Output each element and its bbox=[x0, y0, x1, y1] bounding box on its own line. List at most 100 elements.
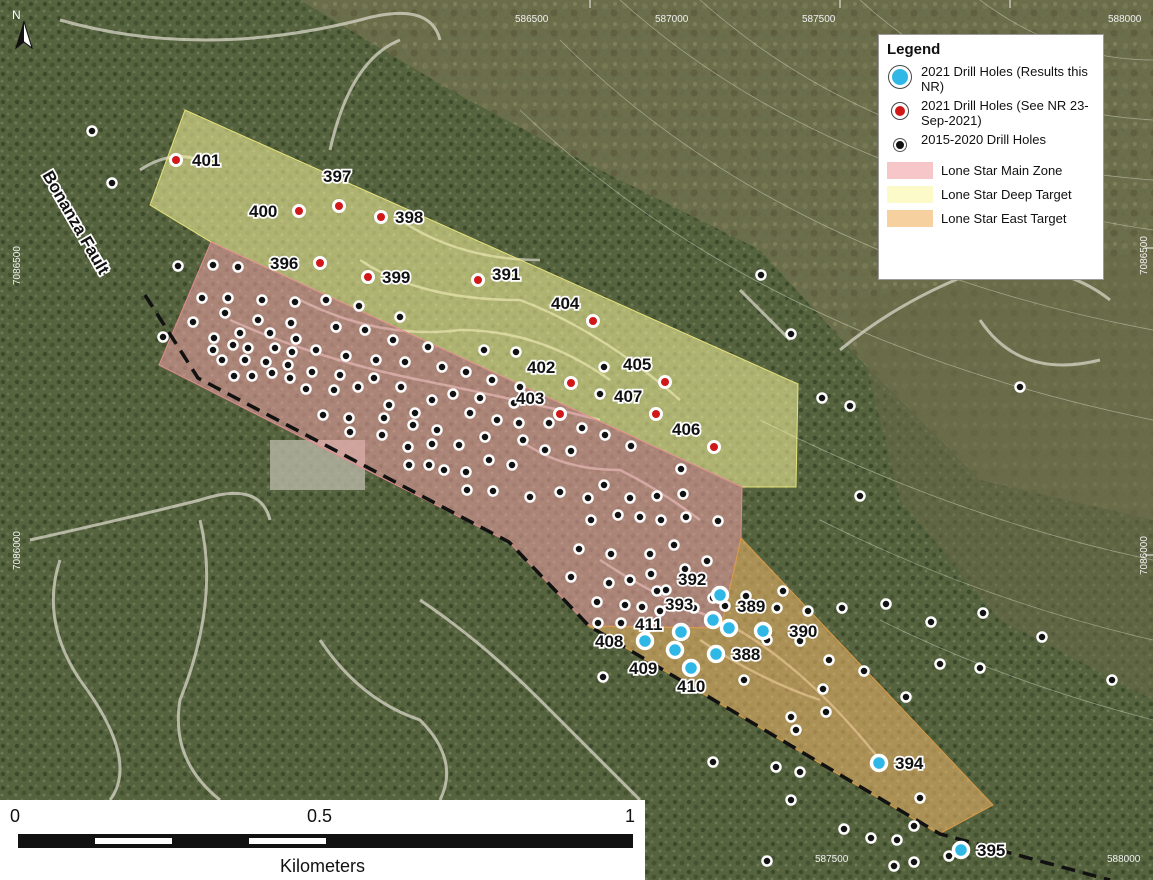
drill-hole-2015-2020[interactable] bbox=[900, 691, 912, 703]
drill-hole-2015-2020[interactable] bbox=[888, 860, 900, 872]
drill-hole-2015-2020[interactable] bbox=[310, 344, 322, 356]
drill-hole-2015-2020[interactable] bbox=[585, 514, 597, 526]
drill-hole-2015-2020[interactable] bbox=[517, 434, 529, 446]
drill-hole-2015-2020[interactable] bbox=[479, 431, 491, 443]
drill-hole-2021-prior[interactable] bbox=[332, 199, 346, 213]
drill-hole-2015-2020[interactable] bbox=[865, 832, 877, 844]
drill-hole-2015-2020[interactable] bbox=[395, 381, 407, 393]
drill-hole-2015-2020[interactable] bbox=[738, 674, 750, 686]
drill-hole-2015-2020[interactable] bbox=[667, 600, 679, 612]
drill-hole-2015-2020[interactable] bbox=[651, 585, 663, 597]
drill-hole-2015-2020[interactable] bbox=[820, 706, 832, 718]
drill-hole-2015-2020[interactable] bbox=[352, 381, 364, 393]
drill-hole-2015-2020[interactable] bbox=[286, 346, 298, 358]
drill-hole-2015-2020[interactable] bbox=[460, 466, 472, 478]
drill-hole-2021-results[interactable] bbox=[719, 618, 739, 638]
drill-hole-2015-2020[interactable] bbox=[675, 463, 687, 475]
drill-hole-2015-2020[interactable] bbox=[399, 356, 411, 368]
drill-hole-2021-prior[interactable] bbox=[564, 376, 578, 390]
drill-hole-2015-2020[interactable] bbox=[603, 577, 615, 589]
drill-hole-2015-2020[interactable] bbox=[785, 794, 797, 806]
drill-hole-2015-2020[interactable] bbox=[634, 511, 646, 523]
drill-hole-2015-2020[interactable] bbox=[679, 563, 691, 575]
drill-hole-2015-2020[interactable] bbox=[242, 342, 254, 354]
drill-hole-2015-2020[interactable] bbox=[330, 321, 342, 333]
drill-hole-2021-results[interactable] bbox=[681, 658, 701, 678]
drill-hole-2015-2020[interactable] bbox=[943, 850, 955, 862]
drill-hole-2021-prior[interactable] bbox=[313, 256, 327, 270]
drill-hole-2015-2020[interactable] bbox=[576, 422, 588, 434]
drill-hole-2015-2020[interactable] bbox=[908, 856, 920, 868]
drill-hole-2015-2020[interactable] bbox=[654, 605, 666, 617]
drill-hole-2015-2020[interactable] bbox=[636, 601, 648, 613]
drill-hole-2015-2020[interactable] bbox=[677, 488, 689, 500]
drill-hole-2015-2020[interactable] bbox=[794, 635, 806, 647]
drill-hole-2015-2020[interactable] bbox=[370, 354, 382, 366]
drill-hole-2015-2020[interactable] bbox=[438, 464, 450, 476]
drill-hole-2015-2020[interactable] bbox=[854, 490, 866, 502]
drill-hole-2015-2020[interactable] bbox=[300, 383, 312, 395]
drill-hole-2015-2020[interactable] bbox=[592, 617, 604, 629]
drill-hole-2015-2020[interactable] bbox=[565, 445, 577, 457]
drill-hole-2015-2020[interactable] bbox=[219, 307, 231, 319]
drill-hole-2015-2020[interactable] bbox=[755, 269, 767, 281]
drill-hole-2015-2020[interactable] bbox=[306, 366, 318, 378]
drill-hole-2015-2020[interactable] bbox=[436, 361, 448, 373]
drill-hole-2015-2020[interactable] bbox=[239, 354, 251, 366]
drill-hole-2015-2020[interactable] bbox=[252, 314, 264, 326]
drill-hole-2015-2020[interactable] bbox=[285, 317, 297, 329]
drill-hole-2015-2020[interactable] bbox=[359, 324, 371, 336]
drill-hole-2015-2020[interactable] bbox=[688, 602, 700, 614]
drill-hole-2015-2020[interactable] bbox=[269, 342, 281, 354]
drill-hole-2015-2020[interactable] bbox=[320, 294, 332, 306]
drill-hole-2015-2020[interactable] bbox=[486, 374, 498, 386]
drill-hole-2015-2020[interactable] bbox=[453, 439, 465, 451]
drill-hole-2015-2020[interactable] bbox=[817, 683, 829, 695]
drill-hole-2021-prior[interactable] bbox=[707, 440, 721, 454]
drill-hole-2015-2020[interactable] bbox=[785, 711, 797, 723]
drill-hole-2015-2020[interactable] bbox=[597, 671, 609, 683]
drill-hole-2015-2020[interactable] bbox=[266, 367, 278, 379]
drill-hole-2021-prior[interactable] bbox=[374, 210, 388, 224]
drill-hole-2015-2020[interactable] bbox=[524, 491, 536, 503]
drill-hole-2015-2020[interactable] bbox=[925, 616, 937, 628]
drill-hole-2015-2020[interactable] bbox=[1014, 381, 1026, 393]
drill-hole-2015-2020[interactable] bbox=[802, 605, 814, 617]
drill-hole-2015-2020[interactable] bbox=[582, 492, 594, 504]
drill-hole-2015-2020[interactable] bbox=[599, 429, 611, 441]
drill-hole-2015-2020[interactable] bbox=[328, 384, 340, 396]
drill-hole-2015-2020[interactable] bbox=[770, 761, 782, 773]
drill-hole-2015-2020[interactable] bbox=[353, 300, 365, 312]
drill-hole-2015-2020[interactable] bbox=[378, 412, 390, 424]
drill-hole-2015-2020[interactable] bbox=[625, 440, 637, 452]
drill-hole-2015-2020[interactable] bbox=[431, 424, 443, 436]
drill-hole-2015-2020[interactable] bbox=[402, 441, 414, 453]
drill-hole-2015-2020[interactable] bbox=[447, 388, 459, 400]
drill-hole-2021-results[interactable] bbox=[635, 631, 655, 651]
drill-hole-2015-2020[interactable] bbox=[282, 359, 294, 371]
drill-hole-2015-2020[interactable] bbox=[157, 331, 169, 343]
drill-hole-2015-2020[interactable] bbox=[234, 327, 246, 339]
drill-hole-2015-2020[interactable] bbox=[712, 515, 724, 527]
drill-hole-2015-2020[interactable] bbox=[655, 514, 667, 526]
drill-hole-2015-2020[interactable] bbox=[823, 654, 835, 666]
drill-hole-2015-2020[interactable] bbox=[624, 574, 636, 586]
drill-hole-2015-2020[interactable] bbox=[644, 548, 656, 560]
drill-hole-2015-2020[interactable] bbox=[777, 585, 789, 597]
drill-hole-2015-2020[interactable] bbox=[794, 766, 806, 778]
drill-hole-2015-2020[interactable] bbox=[426, 438, 438, 450]
drill-hole-2015-2020[interactable] bbox=[172, 260, 184, 272]
drill-hole-2015-2020[interactable] bbox=[460, 366, 472, 378]
drill-hole-2015-2020[interactable] bbox=[771, 602, 783, 614]
drill-hole-2015-2020[interactable] bbox=[891, 834, 903, 846]
drill-hole-2015-2020[interactable] bbox=[106, 177, 118, 189]
drill-hole-2015-2020[interactable] bbox=[612, 509, 624, 521]
drill-hole-2015-2020[interactable] bbox=[645, 568, 657, 580]
drill-hole-2015-2020[interactable] bbox=[334, 369, 346, 381]
drill-hole-2015-2020[interactable] bbox=[513, 417, 525, 429]
drill-hole-2015-2020[interactable] bbox=[785, 328, 797, 340]
drill-hole-2015-2020[interactable] bbox=[487, 485, 499, 497]
drill-hole-2015-2020[interactable] bbox=[422, 341, 434, 353]
drill-hole-2021-results[interactable] bbox=[665, 640, 685, 660]
drill-hole-2015-2020[interactable] bbox=[284, 372, 296, 384]
